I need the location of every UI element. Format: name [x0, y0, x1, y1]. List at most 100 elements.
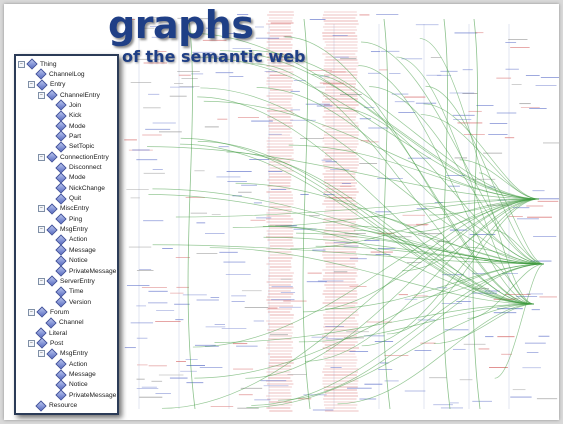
graph-edge [402, 198, 540, 272]
tree-node[interactable]: Disconnect [48, 161, 102, 174]
tree-node[interactable]: − Post [28, 337, 64, 350]
collapse-toggle-icon[interactable]: − [28, 339, 35, 347]
tree-node[interactable]: −MiscEntry [38, 203, 89, 215]
graph-edge [256, 87, 545, 265]
semantic-web-graph [124, 11, 559, 412]
tree-node-label: Action [69, 236, 88, 244]
tree-node[interactable]: Channel [38, 317, 84, 329]
graph-edge [370, 216, 535, 305]
tree-node-label: Literal [49, 329, 67, 337]
tree-node[interactable]: NickChange [48, 182, 105, 194]
collapse-toggle-icon[interactable]: − [28, 81, 35, 89]
collapse-toggle-icon[interactable]: − [18, 60, 25, 68]
graph-edge [147, 146, 540, 200]
tree-node[interactable]: Message [48, 244, 96, 256]
tree-node-label: Action [69, 360, 88, 368]
tree-node[interactable]: Version [48, 296, 91, 308]
graph-edge [152, 244, 545, 265]
tree-node[interactable]: Join [48, 99, 81, 112]
tree-node[interactable]: Notice [48, 254, 88, 267]
tree-node[interactable]: Action [48, 234, 88, 246]
graph-edge [189, 32, 540, 200]
class-diamond-icon [55, 389, 67, 401]
graph-edge [203, 100, 540, 200]
tree-node-label: Mode [69, 122, 86, 130]
tree-node-label: SetTopic [69, 143, 95, 151]
class-diamond-icon [26, 58, 38, 70]
collapse-toggle-icon[interactable]: − [38, 153, 45, 161]
tree-node[interactable]: Mode [48, 120, 86, 132]
tree-node[interactable]: −ChannelEntry [38, 89, 100, 101]
tree-node[interactable]: Literal [28, 327, 67, 339]
graph-edge [361, 41, 545, 265]
tree-node-label: Version [69, 298, 91, 306]
class-diamond-icon [36, 79, 48, 91]
tree-node-label: Notice [69, 257, 88, 265]
tree-node[interactable]: Mode [48, 172, 86, 184]
class-diamond-icon [55, 296, 67, 308]
tree-node[interactable]: PrivateMessage [48, 389, 117, 401]
class-diamond-icon [55, 192, 67, 205]
collapse-toggle-icon[interactable]: − [38, 350, 45, 358]
graph-edge [192, 198, 540, 348]
tree-node-label: Channel [59, 319, 84, 327]
tree-node-label: Disconnect [69, 164, 102, 171]
tree-node[interactable]: Part [48, 130, 81, 143]
graph-edge [361, 198, 540, 347]
tree-node[interactable]: −Forum [28, 306, 69, 319]
collapse-toggle-icon[interactable]: − [38, 205, 45, 213]
class-diamond-icon [55, 358, 67, 370]
tree-node-label: Mode [69, 174, 86, 182]
collapse-toggle-icon[interactable]: − [38, 91, 45, 99]
tree-node[interactable]: PrivateMessage [48, 265, 117, 277]
tree-node[interactable]: Kick [48, 110, 81, 122]
graph-edge [386, 198, 540, 335]
tree-node[interactable]: Message [48, 368, 96, 381]
graph-edge [209, 247, 535, 305]
tree-node-label: PrivateMessage [69, 391, 117, 399]
tree-node[interactable]: Ping [48, 213, 83, 225]
graph-edge [232, 198, 540, 228]
tree-node-label: Ping [69, 215, 83, 223]
tree-node[interactable]: −ServerEntry [38, 275, 95, 288]
graph-edge [235, 182, 545, 265]
class-diamond-icon [46, 151, 58, 163]
tree-node[interactable]: Quit [48, 192, 82, 205]
tree-node[interactable]: Time [48, 286, 83, 298]
tree-node[interactable]: Action [48, 358, 88, 370]
graph-edge [472, 18, 481, 410]
graph-edge [278, 263, 545, 401]
tree-node-label: Quit [69, 195, 82, 203]
graph-edge [315, 245, 545, 265]
tree-node[interactable]: SetTopic [48, 141, 95, 153]
graph-edge [201, 57, 540, 200]
collapse-toggle-icon[interactable]: − [28, 308, 35, 316]
collapse-toggle-icon[interactable]: − [38, 226, 45, 234]
graph-edge [251, 63, 535, 305]
class-diamond-icon [55, 141, 67, 153]
graph-edge [175, 198, 540, 218]
graph-edge [251, 263, 545, 406]
graph-edge [423, 103, 540, 200]
tree-node[interactable]: −Entry [28, 79, 65, 91]
tree-node-label: Post [50, 339, 64, 347]
class-diamond-icon [46, 89, 58, 101]
tree-node[interactable]: Resource [28, 399, 77, 412]
tree-node[interactable]: Notice [48, 379, 88, 391]
tree-node[interactable]: −MsgEntry [38, 223, 88, 236]
tree-node[interactable]: −ConnectionEntry [38, 151, 109, 163]
tree-node[interactable]: −Thing [18, 58, 57, 70]
tree-node[interactable]: −MsgEntry [38, 348, 88, 360]
class-diamond-icon [46, 223, 58, 236]
tree-node-label: Message [69, 371, 96, 378]
tree-node[interactable]: ChannelLog [28, 68, 85, 81]
graph-edge [305, 198, 540, 362]
tree-node-label: ChannelLog [49, 70, 85, 78]
graph-edge [424, 205, 545, 265]
graph-edge [419, 38, 535, 305]
tree-node-label: PrivateMessage [69, 267, 117, 275]
collapse-toggle-icon[interactable]: − [38, 277, 45, 285]
graph-edge [479, 172, 545, 265]
